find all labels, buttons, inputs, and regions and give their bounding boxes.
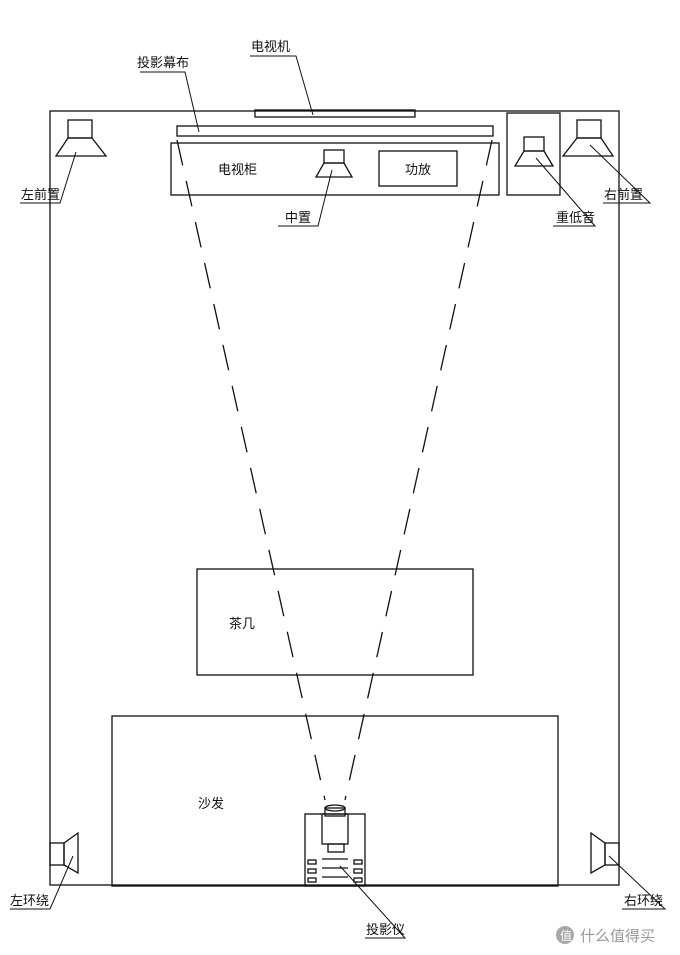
front-right-speaker-icon [561,119,615,157]
surround-left-label: 左环绕 [10,894,49,909]
center-label: 中置 [285,211,311,226]
tv-cabinet-rect [170,142,500,196]
projector-label: 投影仪 [366,922,405,938]
tv-cabinet-label: 电视柜 [218,163,257,178]
front-right-label: 右前置 [604,187,643,203]
projection-screen-rect [176,125,494,137]
coffee-table-label: 茶几 [229,616,255,632]
tv-label: 电视机 [251,40,290,55]
room-outline [49,110,620,886]
leader-lines [10,55,667,939]
tv-rect [254,109,416,118]
zhi-icon [556,926,574,944]
projection-beam-right [344,139,493,801]
front-left-label: 左前置 [21,187,60,203]
surround-left-speaker-icon [49,831,79,875]
watermark: 值 什么值得买 [556,926,655,945]
subwoofer-label: 重低音 [556,210,595,226]
amplifier-label: 功放 [405,163,431,178]
projector-icon [304,804,366,887]
sofa-rect [111,715,559,887]
sofa-label: 沙发 [198,796,224,812]
svg-text:值: 值 [560,928,572,943]
screen-label: 投影幕布 [137,55,189,71]
subwoofer-box [506,112,561,196]
subwoofer-icon [513,136,555,167]
surround-right-speaker-icon [590,831,620,875]
front-left-speaker-icon [54,119,108,157]
watermark-text: 什么值得买 [580,927,655,945]
projection-beam-left [176,139,326,801]
surround-right-label: 右环绕 [624,894,663,909]
center-speaker-icon [314,149,354,178]
coffee-table-rect [196,568,474,676]
amplifier-rect [378,150,458,187]
